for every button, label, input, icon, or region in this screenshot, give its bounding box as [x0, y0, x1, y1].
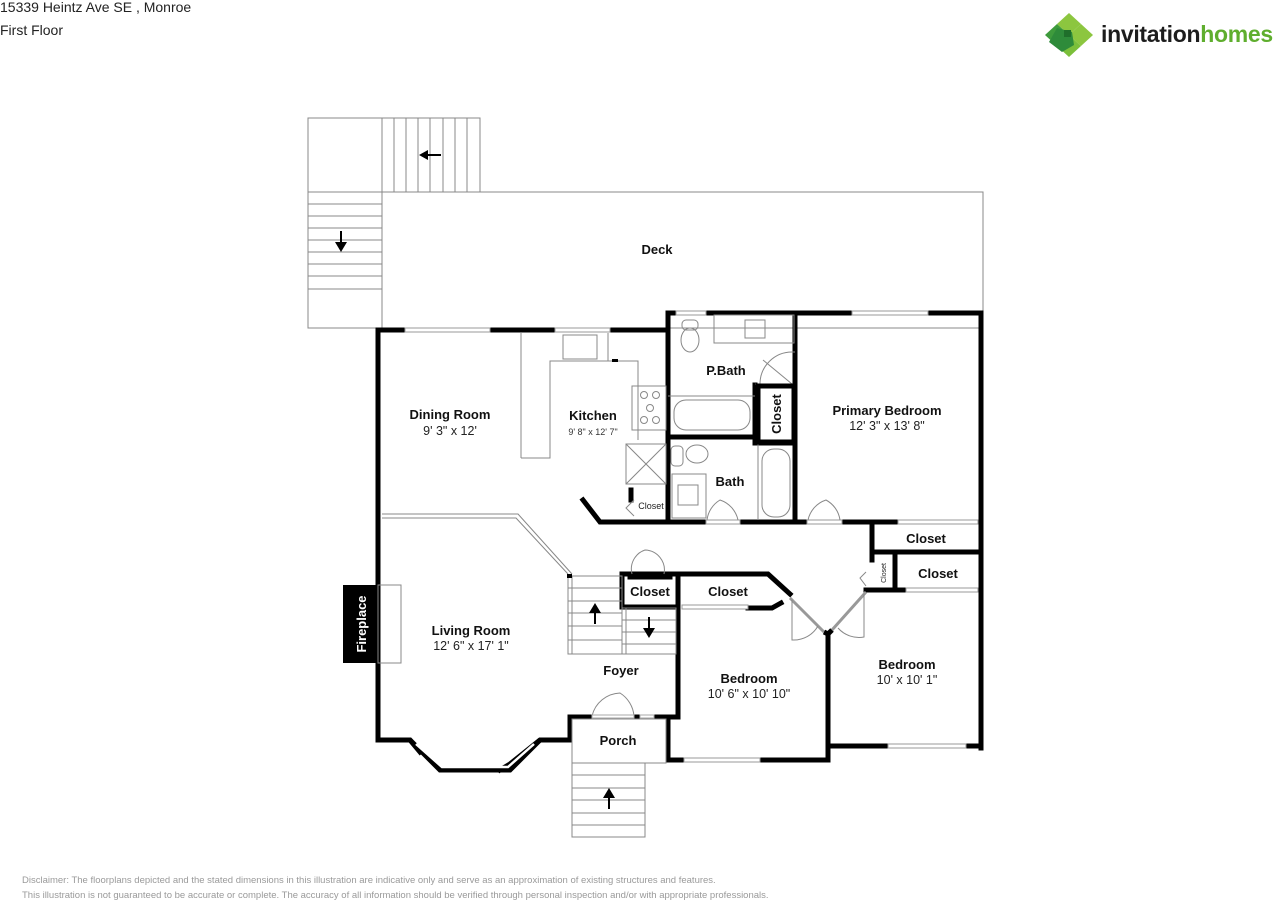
exterior-walls — [375, 310, 984, 774]
fireplace: Fireplace — [343, 584, 402, 664]
room-dims-dining-room: 9' 3" x 12' — [423, 424, 477, 438]
room-label-primary-bedroom: Primary Bedroom — [832, 403, 941, 418]
room-label-deck: Deck — [641, 242, 673, 257]
kitchen-fixtures — [520, 333, 667, 517]
room-label-fireplace: Fireplace — [354, 595, 369, 652]
room-dims-bedroom-1: 10' 6" x 10' 10" — [708, 687, 790, 701]
room-label-foyer: Foyer — [603, 663, 638, 678]
closet-pbath — [755, 383, 797, 445]
room-label-hall-closet-upper: Closet — [906, 531, 946, 546]
deck-stairs-side — [307, 191, 383, 329]
porch — [571, 718, 667, 838]
arrow-down-icon — [335, 231, 347, 252]
interior-walls — [579, 310, 984, 611]
deck-outline — [381, 191, 984, 329]
foyer-stairs — [567, 575, 677, 655]
room-label-foyer-closet: Closet — [630, 584, 670, 599]
room-label-porch: Porch — [600, 733, 637, 748]
room-label-hall-closet-small: Closet — [881, 563, 888, 583]
floor-label: First Floor — [0, 22, 63, 38]
brand-logo: invitationhomes — [1044, 12, 1280, 58]
arrow-up-icon — [603, 788, 615, 809]
property-address: 15339 Heintz Ave SE , Monroe — [0, 0, 192, 15]
invitation-homes-logo-icon — [1045, 13, 1093, 57]
disclaimer-line-1: Disclaimer: The floorplans depicted and … — [22, 875, 716, 886]
room-label-bedroom1-closet: Closet — [708, 584, 748, 599]
bedroom-doors — [788, 590, 868, 641]
room-label-bedroom-2: Bedroom — [878, 657, 935, 672]
bath-fixtures — [668, 314, 841, 521]
deck-stairs-upper — [307, 117, 481, 193]
room-label-bedroom-1: Bedroom — [720, 671, 777, 686]
arrow-left-icon — [419, 150, 441, 160]
room-label-p-bath: P.Bath — [706, 363, 746, 378]
room-label-kitchen-closet: Closet — [638, 501, 664, 511]
disclaimer-line-2: This illustration is not guaranteed to b… — [22, 890, 769, 901]
room-label-living-room: Living Room — [432, 623, 511, 638]
room-dims-kitchen: 9' 8" x 12' 7" — [568, 427, 617, 437]
arrow-up-icon — [589, 603, 601, 624]
room-label-hall-closet-lower: Closet — [918, 566, 958, 581]
room-label-kitchen: Kitchen — [569, 408, 617, 423]
room-dims-living-room: 12' 6" x 17' 1" — [433, 639, 509, 653]
room-dims-bedroom-2: 10' x 10' 1" — [877, 673, 938, 687]
brand-wordmark: invitationhomes — [1101, 21, 1273, 47]
room-label-pbath-closet: Closet — [769, 393, 784, 433]
room-label-bath: Bath — [716, 474, 745, 489]
room-label-dining-room: Dining Room — [410, 407, 491, 422]
bay-window — [408, 738, 542, 773]
room-dims-primary-bedroom: 12' 3" x 13' 8" — [849, 419, 925, 433]
arrow-down-icon — [643, 617, 655, 638]
